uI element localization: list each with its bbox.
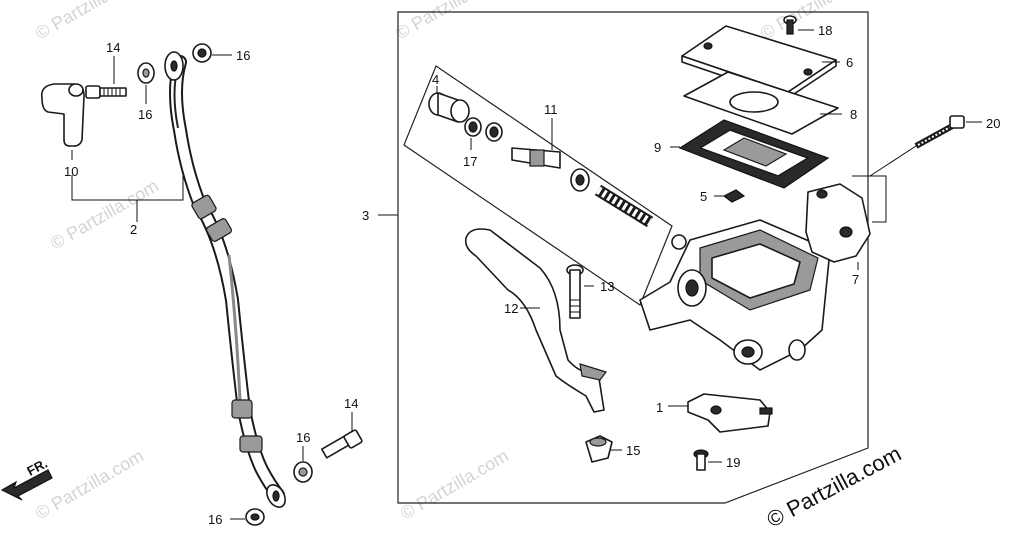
callout-15: 15 [626, 443, 640, 458]
assembly-boundary [397, 11, 869, 504]
brake-lever [464, 228, 607, 413]
callout-1: 1 [656, 400, 663, 415]
master-cylinder-holder [805, 183, 871, 263]
reservoir-float [722, 189, 746, 203]
callout-3: 3 [362, 208, 369, 223]
lever-pivot-bolt [566, 264, 584, 319]
bracket-2 [71, 175, 184, 201]
callout-11: 11 [544, 102, 558, 117]
callout-10: 10 [64, 164, 78, 179]
banjo-bolt-lower [320, 429, 363, 459]
callout-13: 13 [600, 279, 614, 294]
callout-16: 16 [138, 107, 152, 122]
piston-kit-outline [403, 65, 673, 306]
watermark: © Partzilla.com [397, 445, 512, 523]
callout-14: 14 [344, 396, 358, 411]
callout-labels: 1 2 3 4 5 6 7 8 9 10 11 12 13 14 14 15 1… [64, 23, 1000, 527]
brake-hose [164, 51, 286, 508]
leader-20b [869, 145, 917, 177]
reservoir-plate [683, 71, 839, 135]
callout-19: 19 [726, 455, 740, 470]
callout-7: 7 [852, 272, 859, 287]
watermark: © Partzilla.com [392, 0, 507, 43]
banjo-bolt [85, 85, 127, 99]
callout-16: 16 [296, 430, 310, 445]
callout-16: 16 [208, 512, 222, 527]
reservoir-diaphragm [678, 119, 830, 189]
piston-boot [428, 92, 470, 123]
sealing-washer [137, 62, 155, 84]
piston-kit [511, 147, 654, 228]
callout-6: 6 [846, 55, 853, 70]
callout-12: 12 [504, 301, 518, 316]
lever-bolt-cap [585, 435, 613, 463]
snap-ring [464, 117, 503, 142]
holder-bolt [914, 115, 965, 149]
watermark: © Partzilla.com [757, 0, 872, 43]
watermark: © Partzilla.com [32, 445, 147, 523]
watermark: © Partzilla.com [32, 0, 147, 43]
callout-18: 18 [818, 23, 832, 38]
bracket-7 [852, 175, 887, 223]
callout-2: 2 [130, 222, 137, 237]
brake-light-switch [687, 393, 773, 433]
sealing-washer [293, 461, 313, 483]
watermark: © Partzilla.com [47, 175, 162, 253]
callout-9: 9 [654, 140, 661, 155]
master-cylinder-body [639, 219, 831, 371]
callout-4: 4 [432, 72, 439, 87]
sealing-washer [245, 508, 265, 526]
callout-5: 5 [700, 189, 707, 204]
sealing-washer [192, 43, 212, 63]
hose-cover [40, 83, 85, 147]
copyright-text: © Partzilla.com [763, 441, 906, 533]
callout-8: 8 [850, 107, 857, 122]
front-direction-arrow: FR. [0, 456, 53, 501]
callout-20: 20 [986, 116, 1000, 131]
cap-screw [783, 15, 797, 35]
callout-14: 14 [106, 40, 120, 55]
callout-16: 16 [236, 48, 250, 63]
switch-screw [693, 449, 709, 471]
callout-17: 17 [463, 154, 477, 169]
